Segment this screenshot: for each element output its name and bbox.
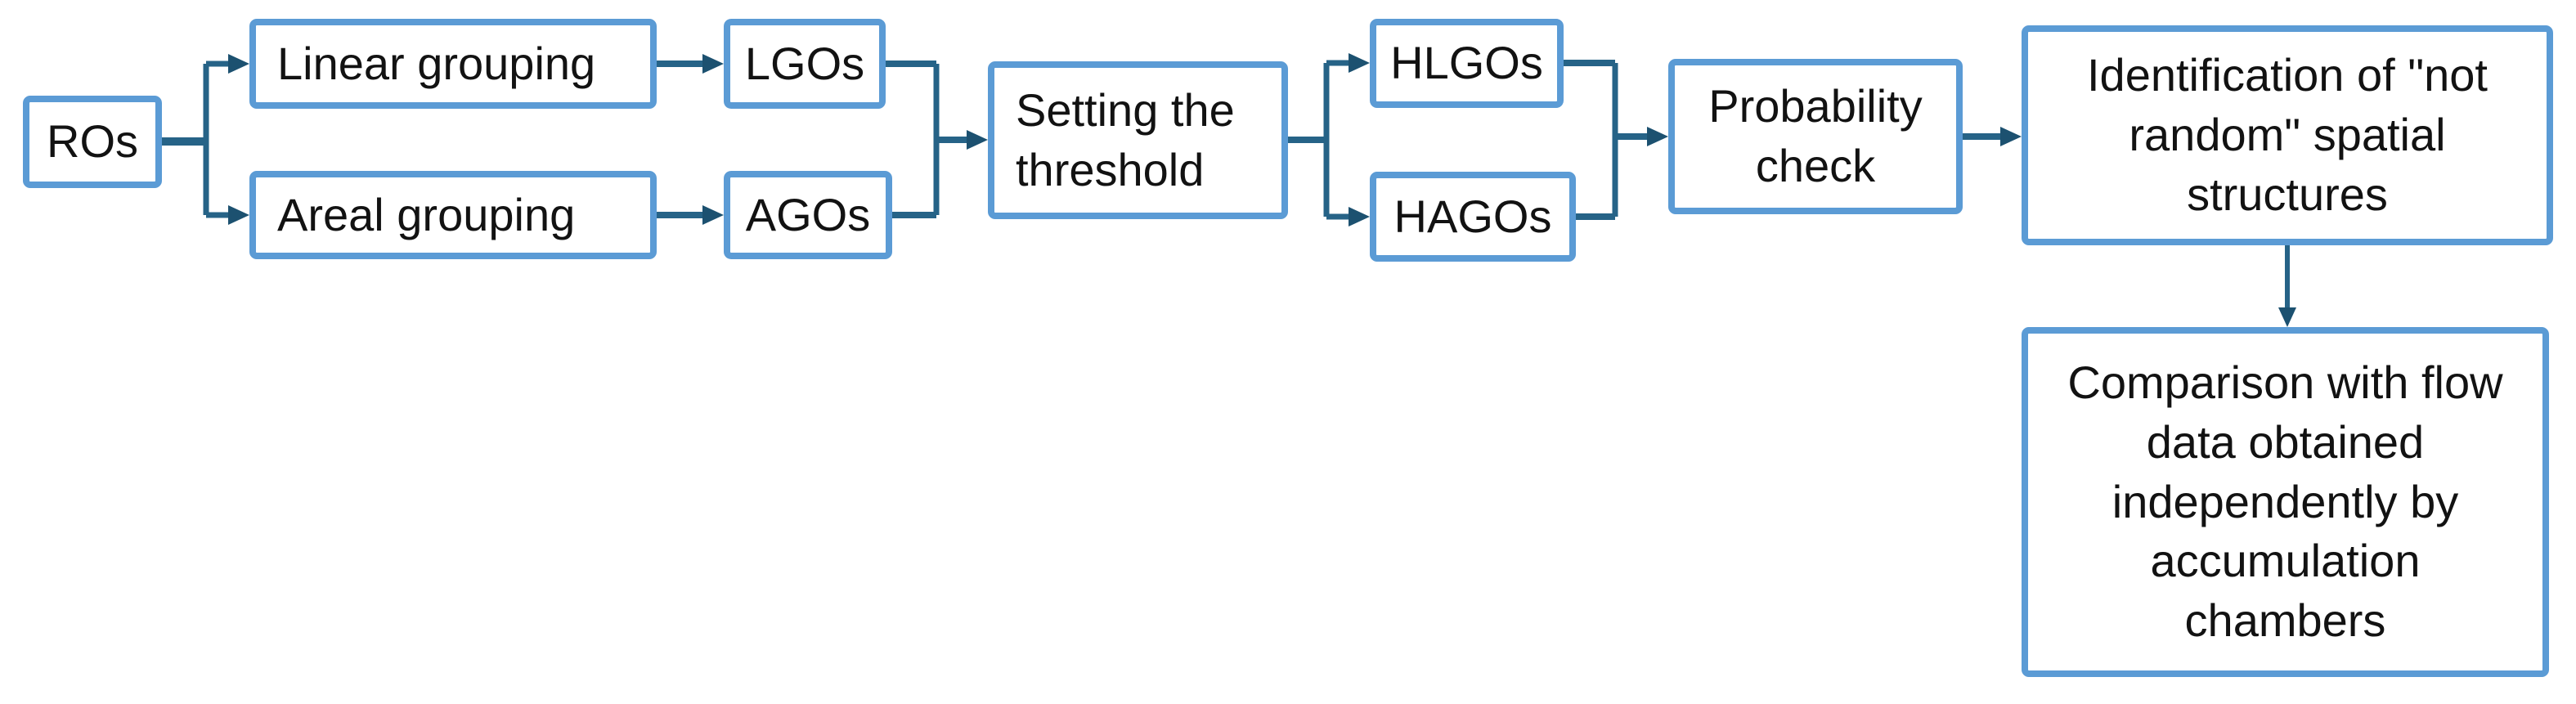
arrowhead-to-lgos bbox=[702, 54, 724, 74]
arrowhead-to-agos bbox=[702, 205, 724, 225]
arrowhead-to-ident bbox=[2000, 127, 2022, 146]
node-comparison-flow-data: Comparison with flow data obtained indep… bbox=[2022, 327, 2549, 677]
arrowhead-to-hagos bbox=[1349, 207, 1370, 226]
node-agos: AGOs bbox=[724, 171, 892, 259]
arrowhead-to-prob bbox=[1647, 127, 1668, 146]
node-probability-check: Probability check bbox=[1668, 59, 1963, 214]
arrowhead-to-hlgos bbox=[1349, 53, 1370, 73]
node-setting-threshold: Setting the threshold bbox=[988, 61, 1288, 219]
node-lgos: LGOs bbox=[724, 19, 886, 109]
connector-lines bbox=[162, 60, 2290, 309]
node-ros: ROs bbox=[23, 96, 162, 188]
connector-arrowheads bbox=[228, 53, 2296, 327]
node-hlgos: HLGOs bbox=[1370, 19, 1564, 108]
node-linear-grouping: Linear grouping bbox=[249, 19, 657, 109]
arrowhead-to-comp bbox=[2278, 307, 2296, 327]
arrowhead-to-areal bbox=[228, 205, 249, 225]
node-hagos: HAGOs bbox=[1370, 172, 1576, 262]
node-identification-not-random-structures: Identification of "not random" spatial s… bbox=[2022, 25, 2553, 245]
node-areal-grouping: Areal grouping bbox=[249, 171, 657, 259]
arrowhead-to-linear bbox=[228, 54, 249, 74]
arrowhead-to-setting bbox=[967, 130, 988, 150]
